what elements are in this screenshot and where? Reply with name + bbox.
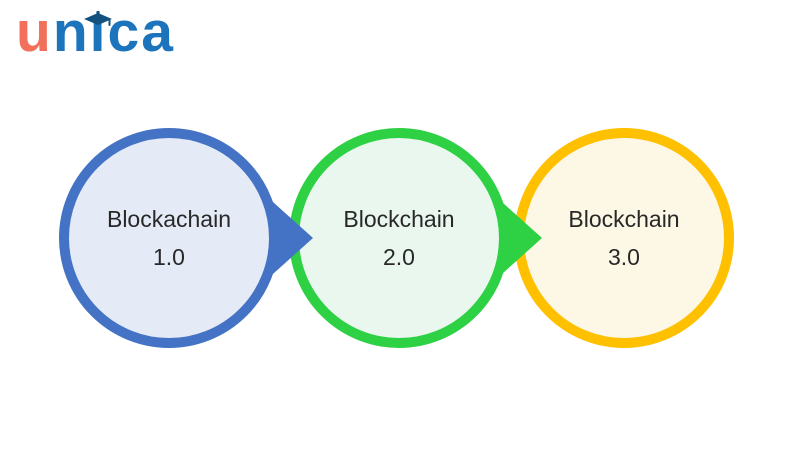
blockchain-3-circle: Blockchain 3.0	[514, 128, 734, 348]
stage-blockchain-1: Blockachain 1.0	[59, 128, 279, 348]
stage-blockchain-2: Blockchain 2.0	[289, 128, 509, 348]
logo-letter-n: n	[52, 0, 90, 64]
logo-letter-u: u	[16, 0, 53, 64]
graduation-cap-icon	[83, 11, 112, 26]
blockchain-3-version: 3.0	[608, 244, 640, 270]
blockchain-1-version: 1.0	[153, 244, 185, 270]
logo-letters-ca: ca	[107, 0, 175, 64]
blockchain-2-title: Blockchain	[343, 206, 455, 232]
blockchain-2-version: 2.0	[383, 244, 415, 270]
logo-letter-i: ı	[83, 2, 112, 62]
blockchain-2-circle: Blockchain 2.0	[289, 128, 509, 348]
stage-blockchain-3: Blockchain 3.0	[514, 128, 734, 348]
blockchain-1-title: Blockachain	[106, 206, 232, 232]
blockchain-1-circle: Blockachain 1.0	[59, 128, 279, 348]
blockchain-3-title: Blockchain	[568, 206, 680, 232]
